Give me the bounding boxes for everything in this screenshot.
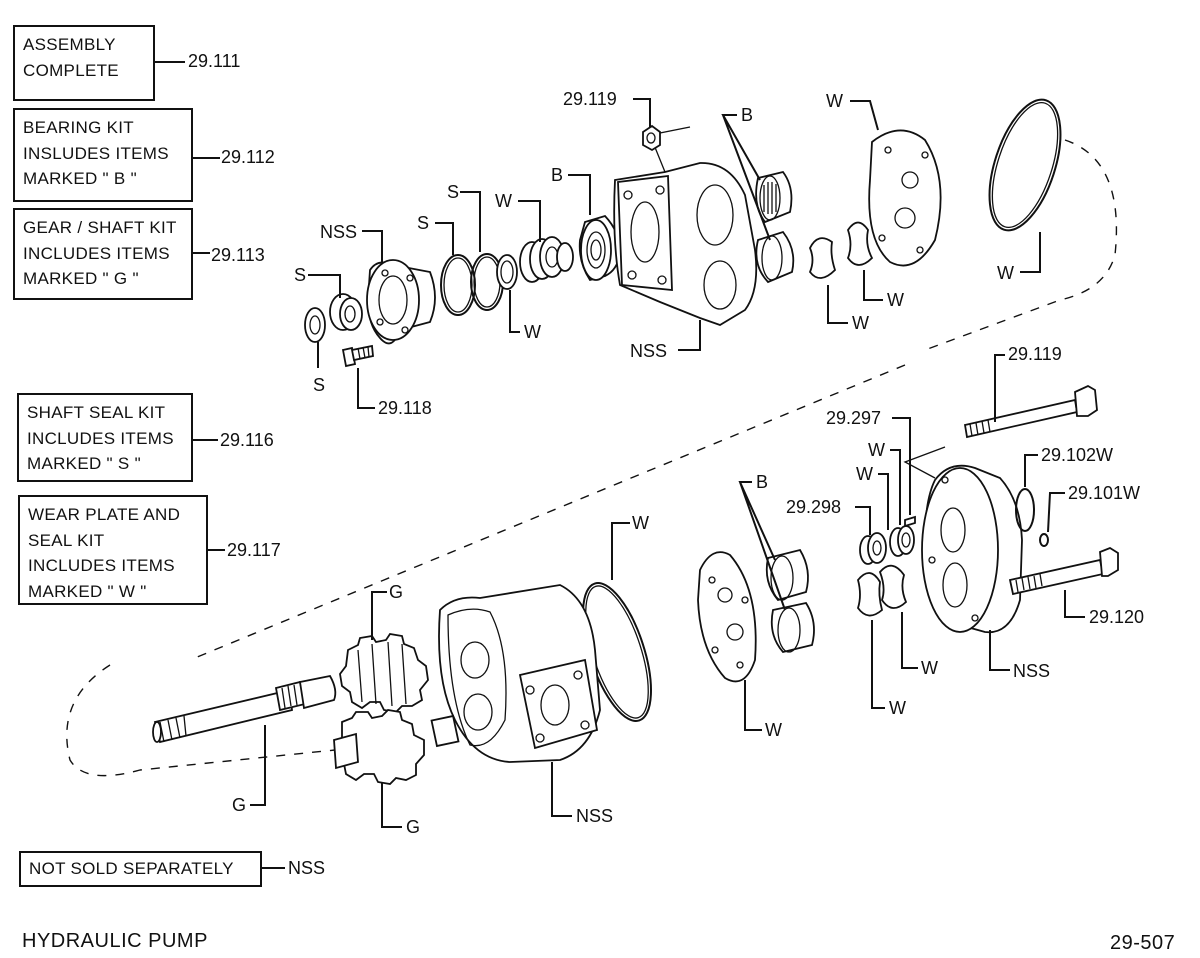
- relief-cap-parts: [859, 515, 916, 565]
- drive-shaft: [152, 674, 337, 744]
- callout-gear-top: G: [389, 582, 403, 602]
- callout-seal-w-stack: W: [495, 191, 512, 211]
- legend-text: COMPLETE: [23, 60, 119, 80]
- legend-assembly-box: ASSEMBLY COMPLETE: [13, 25, 155, 101]
- front-flange: [366, 259, 436, 345]
- leader-lines: [155, 61, 1085, 869]
- callout-seal-s-inner: S: [417, 213, 429, 233]
- long-bolt-top: [963, 384, 1098, 439]
- legend-text: MARKED " W ": [28, 581, 147, 601]
- small-ring-101w: [1039, 533, 1049, 547]
- legend-wear-plate-kit-code: 29.117: [227, 540, 281, 560]
- legend-text: GEAR / SHAFT KIT: [23, 218, 177, 237]
- legend-nss-box: NOT SOLD SEPARATELY: [19, 851, 262, 887]
- callout-seal-w-right: W: [887, 290, 904, 310]
- callout-seal-w-lower: W: [852, 313, 869, 333]
- pump-body: [438, 584, 601, 763]
- legend-bearing-kit-code: 29.112: [221, 147, 275, 167]
- wear-plate-top: [868, 129, 942, 267]
- callout-shaft: G: [232, 795, 246, 815]
- callout-cap-29-297: 29.297: [826, 408, 881, 428]
- legend-text: BEARING KIT: [23, 118, 134, 137]
- callout-seal-w-bottom2: W: [889, 698, 906, 718]
- oring-s-inner: [440, 254, 476, 316]
- callout-labels: 29.119 B W W B S W S NSS S S 29.118 W NS…: [232, 89, 1144, 837]
- callout-seal-s-bottom: S: [313, 375, 325, 395]
- callout-flange-nss: NSS: [320, 222, 357, 242]
- legend-text: WEAR PLATE AND: [28, 505, 181, 524]
- legend-text: SEAL KIT: [28, 530, 105, 550]
- legend-bearing-kit-box: BEARING KIT INSLUDES ITEMS MARKED " B ": [13, 108, 193, 202]
- ring-w-small: [496, 254, 518, 290]
- legend-shaft-seal-kit-code: 29.116: [220, 430, 274, 450]
- long-bolt-bottom: [1008, 546, 1119, 596]
- gear-top: [339, 633, 429, 713]
- callout-bolt-short: 29.118: [378, 398, 432, 418]
- callout-seal-s-outer: S: [447, 182, 459, 202]
- callout-bearings-bottom: B: [756, 472, 768, 492]
- shaft-seal-s-left: [304, 307, 326, 343]
- callout-oring-29-102w: 29.102W: [1041, 445, 1113, 465]
- callout-wear-plate-top: W: [826, 91, 843, 111]
- nut-top: [642, 124, 661, 152]
- callout-cover-nss: NSS: [1013, 661, 1050, 681]
- seals-w-bottom: [857, 564, 908, 617]
- legend-assembly-code: 29.111: [188, 51, 241, 71]
- needle-bearings-top: [755, 170, 795, 284]
- callout-cap-w1: W: [868, 440, 885, 460]
- legend-text: SHAFT SEAL KIT: [27, 403, 166, 422]
- callout-bearings-top: B: [741, 105, 753, 125]
- large-oring-top: [988, 98, 1062, 232]
- callout-bolt-long-bottom: 29.120: [1089, 607, 1144, 627]
- front-housing: [613, 126, 758, 326]
- callout-shaft-bearing: B: [551, 165, 563, 185]
- diagram-title: HYDRAULIC PUMP: [22, 930, 208, 952]
- legend-nss-code: NSS: [288, 858, 326, 878]
- shaft-seal-s-second: [329, 293, 363, 331]
- legend-text: NOT SOLD SEPARATELY: [29, 859, 234, 878]
- callout-nut-top: 29.119: [563, 89, 617, 109]
- legend-text: INCLUDES ITEMS: [28, 556, 175, 575]
- legend-text: MARKED " G ": [23, 269, 139, 288]
- seal-w-stack: [519, 236, 574, 283]
- legend-text: INCLUDES ITEMS: [27, 428, 174, 448]
- rear-cover: [903, 446, 1023, 634]
- dashed-envelope: [66, 139, 1118, 777]
- gear-bottom: [333, 709, 460, 785]
- legend-text: ASSEMBLY: [23, 35, 116, 54]
- legend-text: INCLUDES ITEMS: [23, 243, 170, 263]
- legend-text: INSLUDES ITEMS: [23, 143, 169, 163]
- callout-gear-bottom: G: [406, 817, 420, 837]
- callout-seal-s-left: S: [294, 265, 306, 285]
- callout-ring-w-small: W: [524, 322, 541, 342]
- small-oring-102w: [1015, 488, 1035, 532]
- callout-ring-29-101w: 29.101W: [1068, 483, 1140, 503]
- short-bolt: [341, 344, 374, 368]
- callout-seal-w-bottom1: W: [921, 658, 938, 678]
- callout-bolt-long-top: 29.119: [1008, 344, 1062, 364]
- legend-gear-shaft-kit-code: 29.113: [211, 245, 265, 265]
- needle-bearings-bottom: [765, 548, 815, 654]
- legend-shaft-seal-kit-box: SHAFT SEAL KIT INCLUDES ITEMS MARKED " S…: [17, 393, 193, 482]
- callout-cap-w2: W: [856, 464, 873, 484]
- callout-body-nss: NSS: [576, 806, 613, 826]
- legend-wear-plate-kit-box: WEAR PLATE AND SEAL KIT INCLUDES ITEMS M…: [18, 495, 208, 605]
- callout-seal-ring-top: W: [997, 263, 1014, 283]
- legend-text: MARKED " S ": [27, 454, 141, 473]
- callout-housing-top-nss: NSS: [630, 341, 667, 361]
- wear-plate-bottom: [697, 551, 757, 683]
- callout-wear-plate-bottom: W: [765, 720, 782, 740]
- shaft-bearing: [578, 214, 621, 282]
- seals-w-top: [808, 221, 874, 279]
- legend-gear-shaft-kit-box: GEAR / SHAFT KIT INCLUDES ITEMS MARKED "…: [13, 208, 193, 300]
- figure-number: 29-507: [1110, 932, 1176, 954]
- legend-text: MARKED " B ": [23, 169, 137, 188]
- callout-oring-bottom: W: [632, 513, 649, 533]
- callout-cap-29-298: 29.298: [786, 497, 841, 517]
